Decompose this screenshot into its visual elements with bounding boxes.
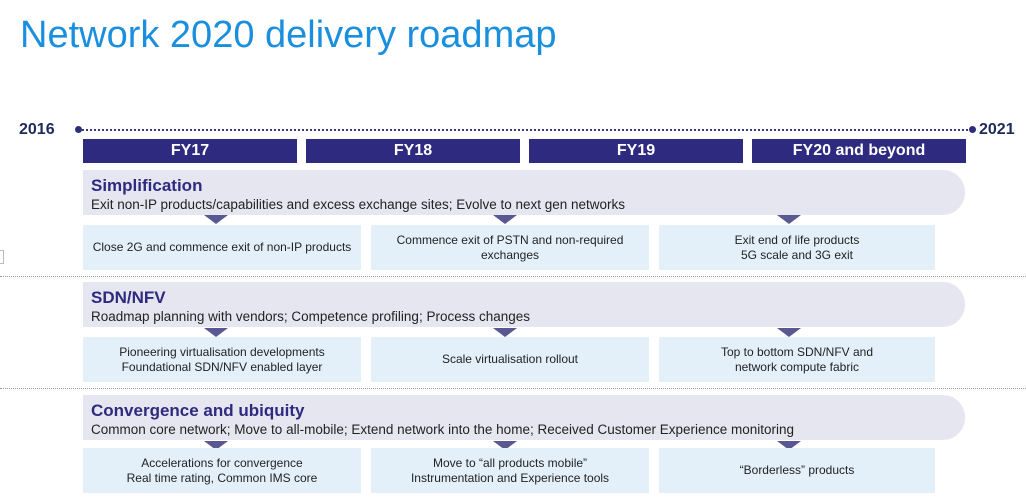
arrow-down-icon	[204, 215, 228, 224]
arrow-down-icon	[777, 328, 801, 337]
item-box: Top to bottom SDN/NFV and network comput…	[659, 337, 935, 382]
timeline-line	[78, 129, 972, 131]
item-text: Pioneering virtualisation developments F…	[119, 344, 325, 374]
arrow-down-icon	[777, 215, 801, 224]
arrow-down-icon	[204, 441, 228, 450]
item-box: “Borderless” products	[659, 448, 935, 493]
timeline-start-label: 2016	[19, 121, 55, 138]
section-divider	[0, 276, 1026, 277]
item-box: Accelerations for convergence Real time …	[83, 448, 361, 493]
timeline-end-label: 2021	[979, 121, 1015, 138]
section-title: Simplification	[91, 176, 203, 195]
arrow-down-icon	[204, 328, 228, 337]
item-box: Move to “all products mobile” Instrument…	[371, 448, 649, 493]
section-simplification: Simplification Exit non-IP products/capa…	[83, 170, 965, 215]
item-text: Exit end of life products 5G scale and 3…	[734, 232, 860, 262]
item-box: Exit end of life products 5G scale and 3…	[659, 225, 935, 270]
arrow-down-icon	[493, 215, 517, 224]
period-fy19: FY19	[529, 139, 743, 163]
section-title: Convergence and ubiquity	[91, 401, 305, 420]
item-box: Scale virtualisation rollout	[371, 337, 649, 382]
section-sdn-nfv: SDN/NFV Roadmap planning with vendors; C…	[83, 282, 965, 327]
section-title: SDN/NFV	[91, 288, 166, 307]
item-text: Move to “all products mobile” Instrument…	[410, 455, 610, 485]
section-subtitle: Common core network; Move to all-mobile;…	[91, 422, 795, 437]
page-title: Network 2020 delivery roadmap	[20, 14, 557, 56]
section-convergence: Convergence and ubiquity Common core net…	[83, 395, 965, 440]
section-divider	[0, 388, 1026, 389]
item-text: Commence exit of PSTN and non-required e…	[396, 232, 624, 262]
arrow-down-icon	[493, 328, 517, 337]
arrow-down-icon	[777, 441, 801, 450]
arrow-down-icon	[493, 441, 517, 450]
timeline-end-dot	[969, 126, 976, 133]
item-text: Accelerations for convergence Real time …	[126, 455, 318, 485]
section-subtitle: Exit non-IP products/capabilities and ex…	[91, 197, 626, 212]
item-text: “Borderless” products	[739, 463, 855, 477]
item-box: Close 2G and commence exit of non-IP pro…	[83, 225, 361, 270]
item-box: Commence exit of PSTN and non-required e…	[371, 225, 649, 270]
period-fy17: FY17	[83, 139, 297, 163]
item-text: Close 2G and commence exit of non-IP pro…	[92, 240, 352, 254]
period-fy20-beyond: FY20 and beyond	[752, 139, 966, 163]
timeline-start-dot	[75, 126, 82, 133]
edge-marker	[0, 250, 4, 264]
period-fy18: FY18	[306, 139, 520, 163]
item-text: Top to bottom SDN/NFV and network comput…	[720, 344, 874, 374]
section-subtitle: Roadmap planning with vendors; Competenc…	[91, 309, 531, 324]
item-text: Scale virtualisation rollout	[441, 352, 579, 366]
item-box: Pioneering virtualisation developments F…	[83, 337, 361, 382]
